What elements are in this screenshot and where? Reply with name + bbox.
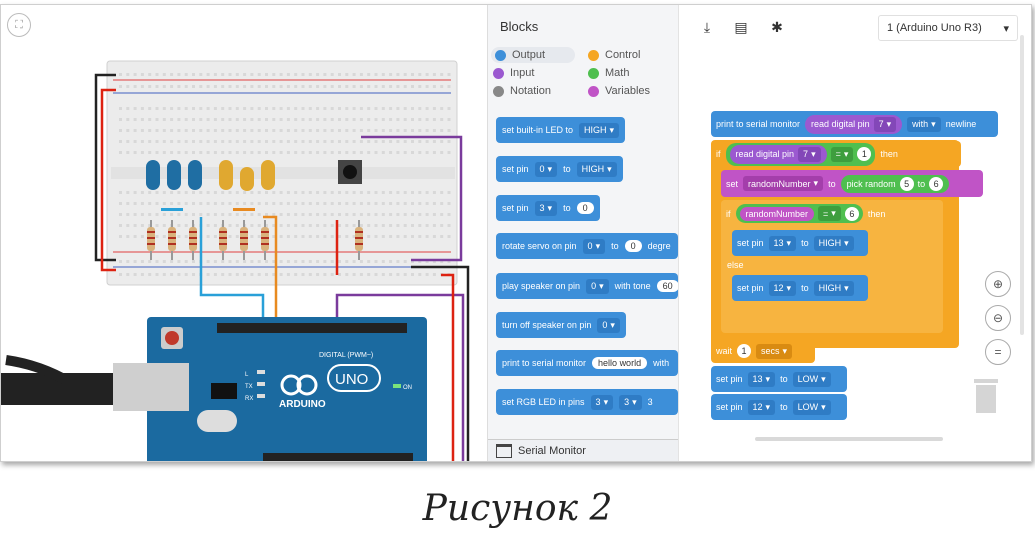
digital-pins-label: DIGITAL (PWM~) [319, 352, 373, 359]
board-selector[interactable]: 1 (Arduino Uno R3)▾ [878, 15, 1018, 41]
math-dot-icon [588, 67, 599, 79]
download-icon[interactable]: ⤓ [703, 18, 711, 35]
tx-label: TX [245, 384, 253, 390]
category-control[interactable]: Control [588, 49, 640, 61]
input-dot-icon [493, 67, 504, 79]
category-notation[interactable]: Notation [493, 85, 551, 97]
arduino-logo-text: ARDUINO [279, 399, 326, 410]
rx-label: RX [245, 396, 253, 402]
breadboard-circuit[interactable]: ARDUINO UNO DIGITAL (PWM~) ON TX RX L [1, 5, 487, 461]
variables-dot-icon [588, 85, 599, 97]
fit-view-icon[interactable]: ⛶ [7, 13, 31, 37]
led-yellow-1 [219, 160, 233, 190]
serial-monitor-toggle[interactable]: Serial Monitor [488, 439, 679, 461]
notation-dot-icon [493, 85, 504, 97]
push-button [338, 160, 362, 184]
on-label: ON [403, 385, 412, 391]
ws-inner-if-header[interactable]: if randomNumber=▾6 then [721, 200, 943, 227]
zoom-in-icon[interactable]: ⊕ [985, 271, 1011, 297]
led-yellow-3 [261, 160, 275, 190]
category-input[interactable]: Input [493, 67, 534, 79]
blocks-palette: Blocks Output Control Input Math Notatio… [487, 5, 679, 461]
led-blue-3 [188, 160, 202, 190]
monitor-icon [496, 443, 512, 458]
led-blue-1 [146, 160, 160, 190]
app-window: ⛶ [0, 4, 1032, 462]
output-dot-icon [495, 49, 506, 61]
circuit-canvas[interactable]: ⛶ [1, 5, 487, 461]
trash-icon[interactable] [972, 375, 1000, 415]
zoom-reset-icon[interactable]: = [985, 339, 1011, 365]
category-output[interactable]: Output [491, 47, 576, 63]
upload-icon[interactable]: ▤ [734, 18, 748, 35]
arduino-model-text: UNO [335, 371, 368, 388]
ws-print-serial[interactable]: print to serial monitor read digital pin… [711, 111, 998, 137]
category-variables[interactable]: Variables [588, 85, 650, 97]
chevron-down-icon: ▾ [1003, 22, 1009, 35]
l-label: L [245, 372, 249, 378]
horizontal-scrollbar[interactable] [755, 437, 943, 441]
led-blue-2 [167, 160, 181, 190]
zoom-out-icon[interactable]: ⊖ [985, 305, 1011, 331]
vertical-scrollbar[interactable] [1020, 35, 1024, 335]
palette-title: Blocks [500, 19, 539, 34]
category-math[interactable]: Math [588, 67, 629, 79]
ws-else-label: else [727, 260, 744, 270]
code-workspace[interactable]: ⤓ ▤ ✱ 1 (Arduino Uno R3)▾ print to seria… [678, 5, 1031, 461]
control-dot-icon [588, 49, 599, 61]
figure-caption: Рисунок 2 [422, 488, 613, 529]
led-yellow-2 [240, 167, 254, 191]
bug-icon[interactable]: ✱ [771, 18, 783, 35]
